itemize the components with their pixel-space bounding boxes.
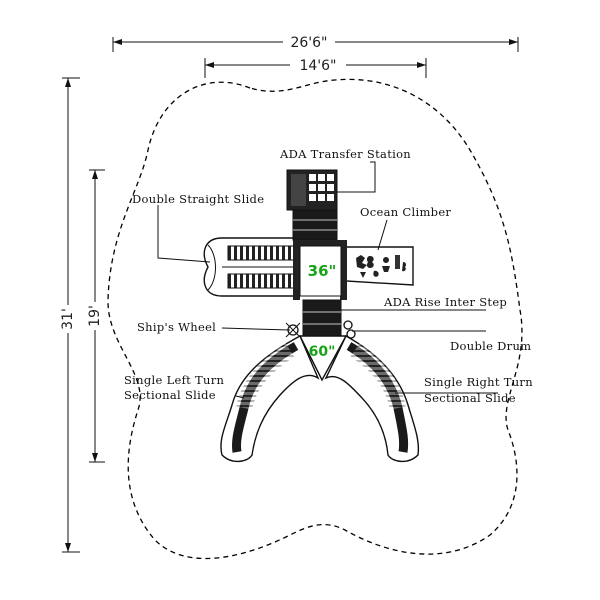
inner-depth-dimension: 19' xyxy=(85,169,105,463)
inner-depth-label: 19' xyxy=(87,305,103,327)
overall-depth-dimension: 31' xyxy=(58,77,80,553)
ada-transfer-station xyxy=(286,169,338,241)
overall-width-label: 26'6" xyxy=(290,35,327,51)
ada-rise-inter-step xyxy=(302,299,342,337)
overall-width-dimension: 26'6" xyxy=(112,33,519,52)
upper-deck-height: 36" xyxy=(308,262,337,280)
label-ada-transfer-station: ADA Transfer Station xyxy=(279,147,411,161)
label-ocean-climber: Ocean Climber xyxy=(360,205,451,219)
label-double-drum: Double Drum xyxy=(450,339,531,353)
use-zone-outline xyxy=(107,78,523,560)
inner-width-label: 14'6" xyxy=(299,58,336,74)
label-single-left-turn-sub: Sectional Slide xyxy=(124,388,216,402)
ocean-climber xyxy=(345,246,414,286)
overall-depth-label: 31' xyxy=(60,308,76,330)
double-straight-slide xyxy=(203,237,297,297)
single-left-turn-slide xyxy=(220,335,320,463)
label-single-right-turn: Single Right Turn xyxy=(424,375,533,389)
label-ships-wheel: Ship's Wheel xyxy=(137,320,216,334)
single-right-turn-slide xyxy=(324,335,420,463)
inner-width-dimension: 14'6" xyxy=(204,55,427,78)
label-double-straight-slide: Double Straight Slide xyxy=(132,192,264,206)
label-single-right-turn-sub: Sectional Slide xyxy=(424,391,516,405)
double-drum xyxy=(343,320,356,339)
upper-deck: 36" xyxy=(293,240,347,300)
leader-lines xyxy=(157,161,498,399)
label-ada-rise-inter-step: ADA Rise Inter Step xyxy=(383,295,507,309)
lower-deck: 60" xyxy=(298,335,348,382)
lower-deck-height: 60" xyxy=(309,344,336,360)
label-single-left-turn: Single Left Turn xyxy=(124,373,225,387)
